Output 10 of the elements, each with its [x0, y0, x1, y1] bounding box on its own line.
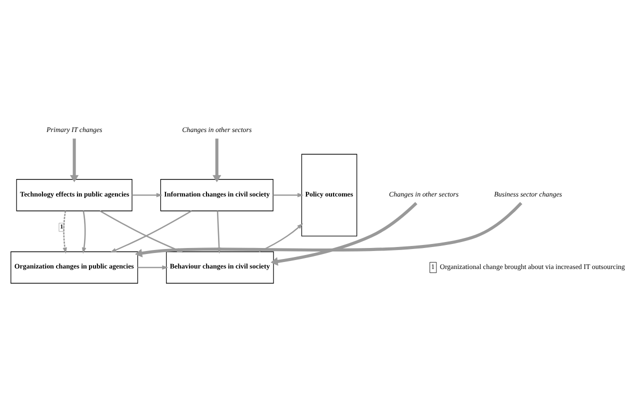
arrow	[212, 138, 222, 182]
arrow	[70, 138, 79, 182]
arrow	[82, 210, 86, 254]
arrow	[258, 222, 304, 252]
arrow	[62, 210, 67, 254]
arrow	[270, 202, 418, 266]
arrow	[135, 202, 522, 257]
arrow	[138, 264, 168, 270]
arrow	[132, 192, 163, 197]
arrow	[273, 192, 304, 197]
